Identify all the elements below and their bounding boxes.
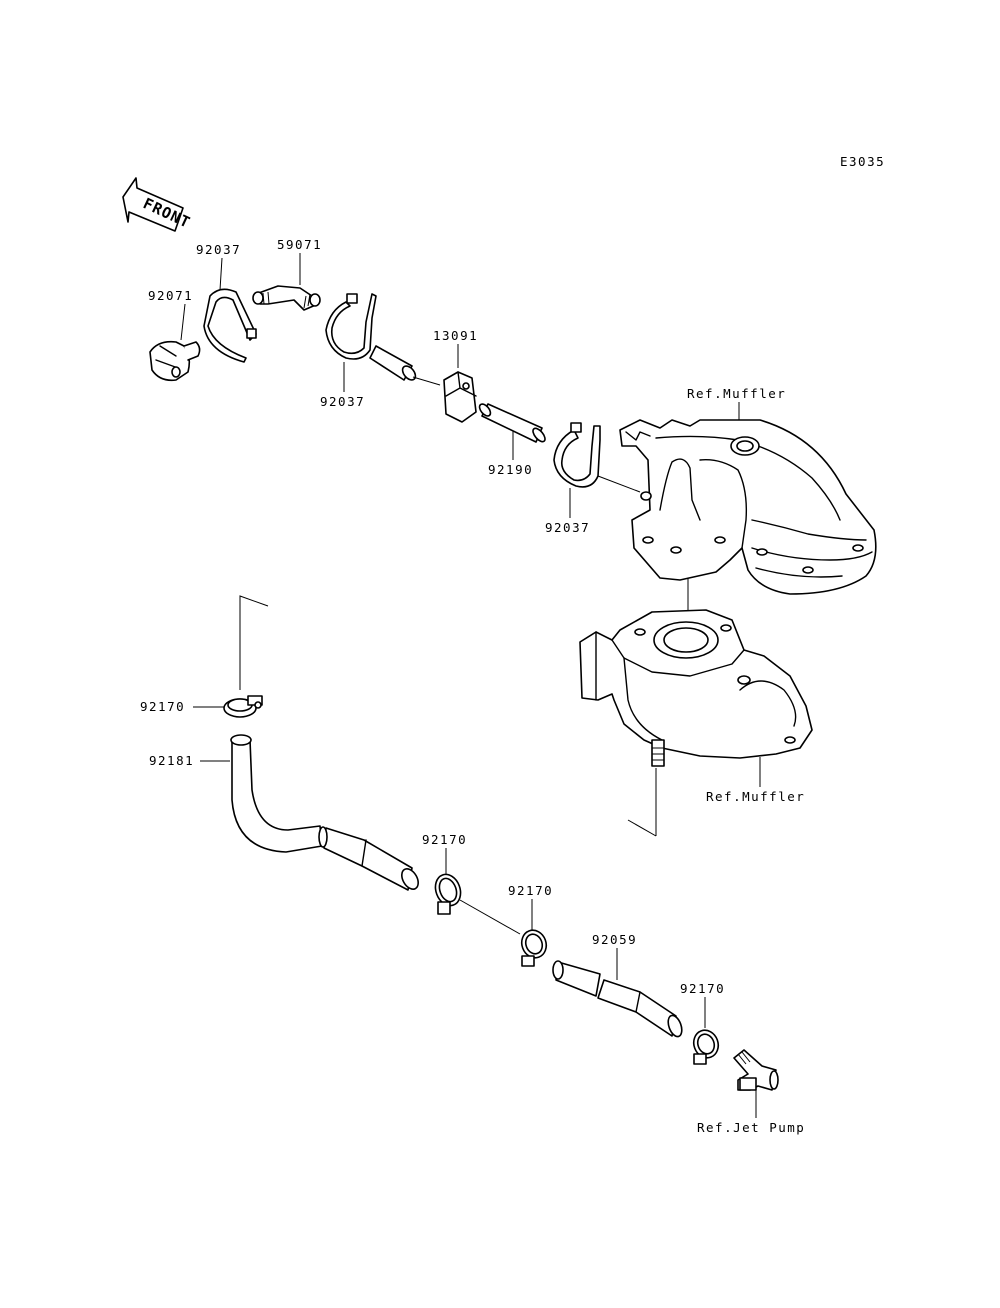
part-92170-clamp-c [520, 929, 548, 967]
part-92037-strap-b [325, 293, 377, 360]
part-label-92170-d: 92170 [680, 981, 725, 996]
part-label-13091: 13091 [433, 328, 478, 343]
front-arrow-icon: FRONT [122, 177, 193, 232]
part-label-92037-c: 92037 [545, 520, 590, 535]
part-92181-hose [230, 734, 419, 891]
part-label-59071: 59071 [277, 237, 322, 252]
part-label-92170-b: 92170 [422, 832, 467, 847]
ref-muffler-top: Ref.Muffler [687, 386, 786, 401]
diagram-code: E3035 [840, 154, 885, 169]
part-92170-clamp-b [434, 873, 521, 935]
part-92037-strap-c [553, 422, 641, 493]
part-short-tube [369, 345, 441, 386]
part-92170-clamp-a [223, 695, 263, 718]
part-59071-elbow [252, 285, 321, 311]
part-label-92190: 92190 [488, 462, 533, 477]
part-92190-tube [478, 403, 546, 443]
part-label-92037-a: 92037 [196, 242, 241, 257]
part-13091-block [443, 371, 477, 423]
ref-jet-pump: Ref.Jet Pump [697, 1120, 805, 1135]
part-92170-clamp-d [692, 1029, 720, 1065]
part-label-92170-c: 92170 [508, 883, 553, 898]
part-label-92037-b: 92037 [320, 394, 365, 409]
part-92059-hose [552, 960, 683, 1038]
muffler-lower [579, 609, 813, 767]
part-label-92071: 92071 [148, 288, 193, 303]
muffler-upper [619, 419, 877, 595]
part-label-92181: 92181 [149, 753, 194, 768]
part-label-92170-a: 92170 [140, 699, 185, 714]
jet-pump-fitting [733, 1049, 779, 1091]
ref-muffler-bottom: Ref.Muffler [706, 789, 805, 804]
part-92071-plug [149, 340, 201, 382]
part-92037-strap-a [203, 288, 257, 363]
part-label-92059: 92059 [592, 932, 637, 947]
